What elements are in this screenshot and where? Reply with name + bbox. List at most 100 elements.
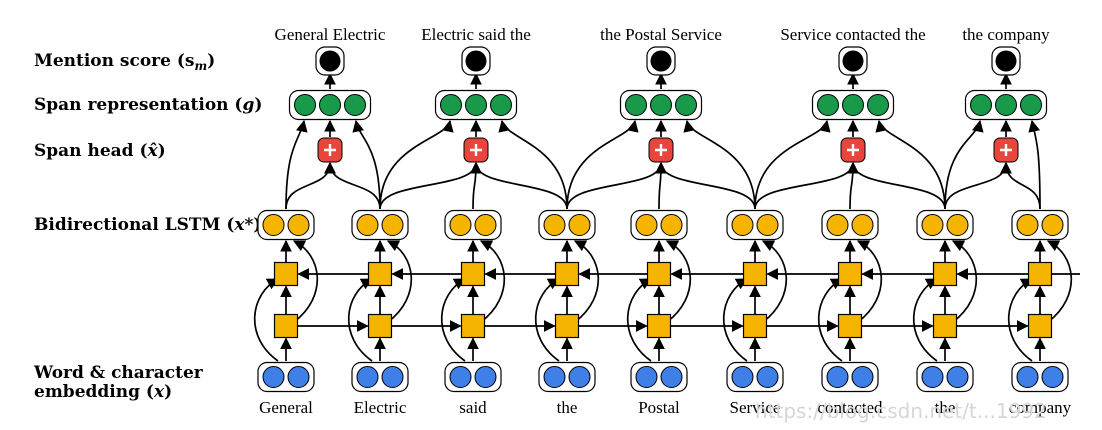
span-representation-node-unit — [842, 94, 864, 116]
nodes-layer — [257, 46, 1069, 393]
embedding-node-unit — [851, 366, 874, 388]
span-end-edge — [875, 119, 946, 210]
embedding-node-unit — [1016, 366, 1039, 388]
lstm-skip-edge — [761, 240, 788, 323]
backward-lstm-cell — [837, 261, 863, 287]
lstm-output-node-unit — [1016, 214, 1039, 236]
lstm-output-node-unit — [731, 214, 754, 236]
embedding-node-unit — [946, 366, 969, 388]
plus-icon — [1000, 144, 1012, 156]
forward-lstm-cell — [367, 313, 393, 339]
backward-lstm-cell — [460, 261, 486, 287]
embedding-node-unit — [826, 366, 849, 388]
forward-lstm-cell — [554, 313, 580, 339]
embedding-node-unit — [756, 366, 779, 388]
forward-lstm-cell — [1027, 313, 1053, 339]
lstm-skip-edge — [1046, 240, 1073, 323]
plus-icon — [655, 144, 667, 156]
span-representation-node-unit — [625, 94, 647, 116]
word-label: General — [259, 398, 313, 417]
span-representation-node-unit — [970, 94, 992, 116]
edges-layer — [253, 72, 1080, 362]
embedding-node-unit — [449, 366, 472, 388]
embed-skip-edge — [253, 278, 280, 362]
backward-lstm-cell — [273, 261, 299, 287]
mention-score-node — [650, 50, 672, 72]
word-label: the — [557, 398, 578, 417]
span-label: Service contacted the — [780, 25, 925, 44]
plus-icon — [324, 144, 336, 156]
span-end-edge — [683, 119, 756, 210]
embedding-node-unit — [568, 366, 591, 388]
span-representation-node-unit — [319, 94, 341, 116]
embedding-node-unit — [543, 366, 566, 388]
mention-score-node — [995, 50, 1017, 72]
token-to-head-edge — [1000, 161, 1041, 210]
span-representation-node-unit — [995, 94, 1017, 116]
span-start-edge — [754, 119, 831, 210]
forward-lstm-cell — [742, 313, 768, 339]
span-representation-node-unit — [344, 94, 366, 116]
lstm-output-node-unit — [756, 214, 779, 236]
lstm-output-node-unit — [946, 214, 969, 236]
backward-lstm-cell — [367, 261, 393, 287]
token-to-head-edge — [754, 161, 859, 210]
span-head-label: Span head (x̂) — [34, 141, 166, 161]
embed-skip-edge — [912, 278, 939, 362]
span-start-edge — [944, 119, 984, 210]
lstm-output-node-unit — [474, 214, 497, 236]
lstm-output-node-unit — [381, 214, 404, 236]
embed-skip-edge — [817, 278, 844, 362]
span-end-edge — [352, 119, 381, 210]
span-start-edge — [285, 119, 308, 210]
word-label: Electric — [354, 398, 407, 417]
forward-lstm-cell — [273, 313, 299, 339]
lstm-output-node-unit — [826, 214, 849, 236]
embedding-node-unit — [474, 366, 497, 388]
token-to-head-edge — [847, 161, 946, 210]
word-label: said — [459, 398, 487, 417]
word-label: contacted — [817, 398, 883, 417]
lstm-skip-edge — [479, 240, 506, 323]
lstm-skip-edge — [386, 240, 413, 323]
lstm-output-node-unit — [543, 214, 566, 236]
word-label: the — [935, 398, 956, 417]
embedding-node-unit — [287, 366, 310, 388]
lstm-output-node-unit — [287, 214, 310, 236]
span-representation-node-unit — [490, 94, 512, 116]
span-start-edge — [379, 119, 454, 210]
mention-score-label: Mention score (sm) — [34, 51, 215, 73]
token-to-head-edge — [379, 161, 482, 210]
lstm-output-node-unit — [1041, 214, 1064, 236]
bidirectional-lstm-label: Bidirectional LSTM (x*) — [34, 215, 261, 235]
lstm-output-node-unit — [262, 214, 285, 236]
span-start-edge — [566, 119, 639, 210]
lstm-skip-edge — [292, 240, 319, 323]
embedding-node-unit — [356, 366, 379, 388]
span-representation-node-unit — [675, 94, 697, 116]
span-representation-node-unit — [1020, 94, 1042, 116]
backward-lstm-cell — [646, 261, 672, 287]
backward-lstm-cell — [742, 261, 768, 287]
lstm-skip-edge — [573, 240, 600, 323]
lstm-output-node-unit — [851, 214, 874, 236]
backward-lstm-cell — [932, 261, 958, 287]
backward-lstm-cell — [1027, 261, 1053, 287]
forward-lstm-cell — [460, 313, 486, 339]
word-label: Postal — [638, 398, 680, 417]
lstm-output-node-unit — [635, 214, 658, 236]
token-to-head-edge — [944, 161, 1012, 210]
lstm-skip-edge — [951, 240, 978, 323]
mention-score-node — [319, 50, 341, 72]
token-to-head-edge — [566, 161, 667, 210]
token-to-head-edge — [285, 161, 336, 210]
mention-score-node — [842, 50, 864, 72]
span-representation-node-unit — [465, 94, 487, 116]
mention-score-node — [465, 50, 487, 72]
embedding-node-unit — [262, 366, 285, 388]
embed-skip-edge — [440, 278, 467, 362]
lstm-skip-edge — [856, 240, 883, 323]
embed-skip-edge — [1007, 278, 1034, 362]
embedding-node-unit — [635, 366, 658, 388]
